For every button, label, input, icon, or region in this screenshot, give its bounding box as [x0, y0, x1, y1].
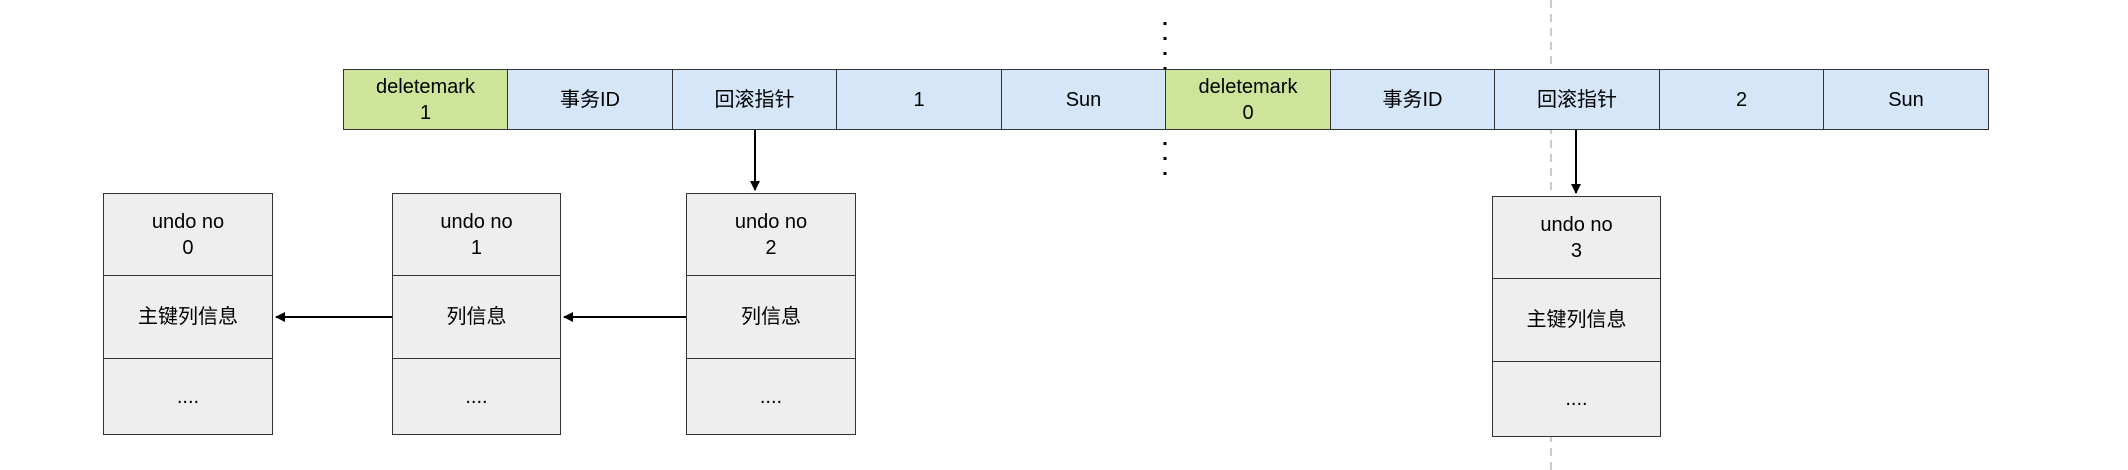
- record2-roll-pointer: 回滚指针: [1494, 69, 1660, 130]
- record2-column-2: Sun: [1823, 69, 1989, 130]
- undo3-number: undo no 3: [1492, 196, 1661, 279]
- record1-roll-pointer: 回滚指针: [672, 69, 837, 130]
- undo3-more: ....: [1492, 361, 1661, 437]
- undo0-info: 主键列信息: [103, 275, 273, 359]
- undo1-number: undo no 1: [392, 193, 561, 276]
- record1-deletemark: deletemark 1: [343, 69, 508, 130]
- record2-deletemark: deletemark 0: [1165, 69, 1331, 130]
- record2-trx-id: 事务ID: [1330, 69, 1495, 130]
- undo2-info: 列信息: [686, 275, 856, 359]
- record2-column-1: 2: [1659, 69, 1824, 130]
- undo1-info: 列信息: [392, 275, 561, 359]
- undo1-more: ....: [392, 358, 561, 435]
- undo2-number: undo no 2: [686, 193, 856, 276]
- record1-column-2: Sun: [1001, 69, 1166, 130]
- record1-column-1: 1: [836, 69, 1002, 130]
- undo0-number: undo no 0: [103, 193, 273, 276]
- undo3-info: 主键列信息: [1492, 278, 1661, 362]
- record1-trx-id: 事务ID: [507, 69, 673, 130]
- undo0-more: ....: [103, 358, 273, 435]
- undo2-more: ....: [686, 358, 856, 435]
